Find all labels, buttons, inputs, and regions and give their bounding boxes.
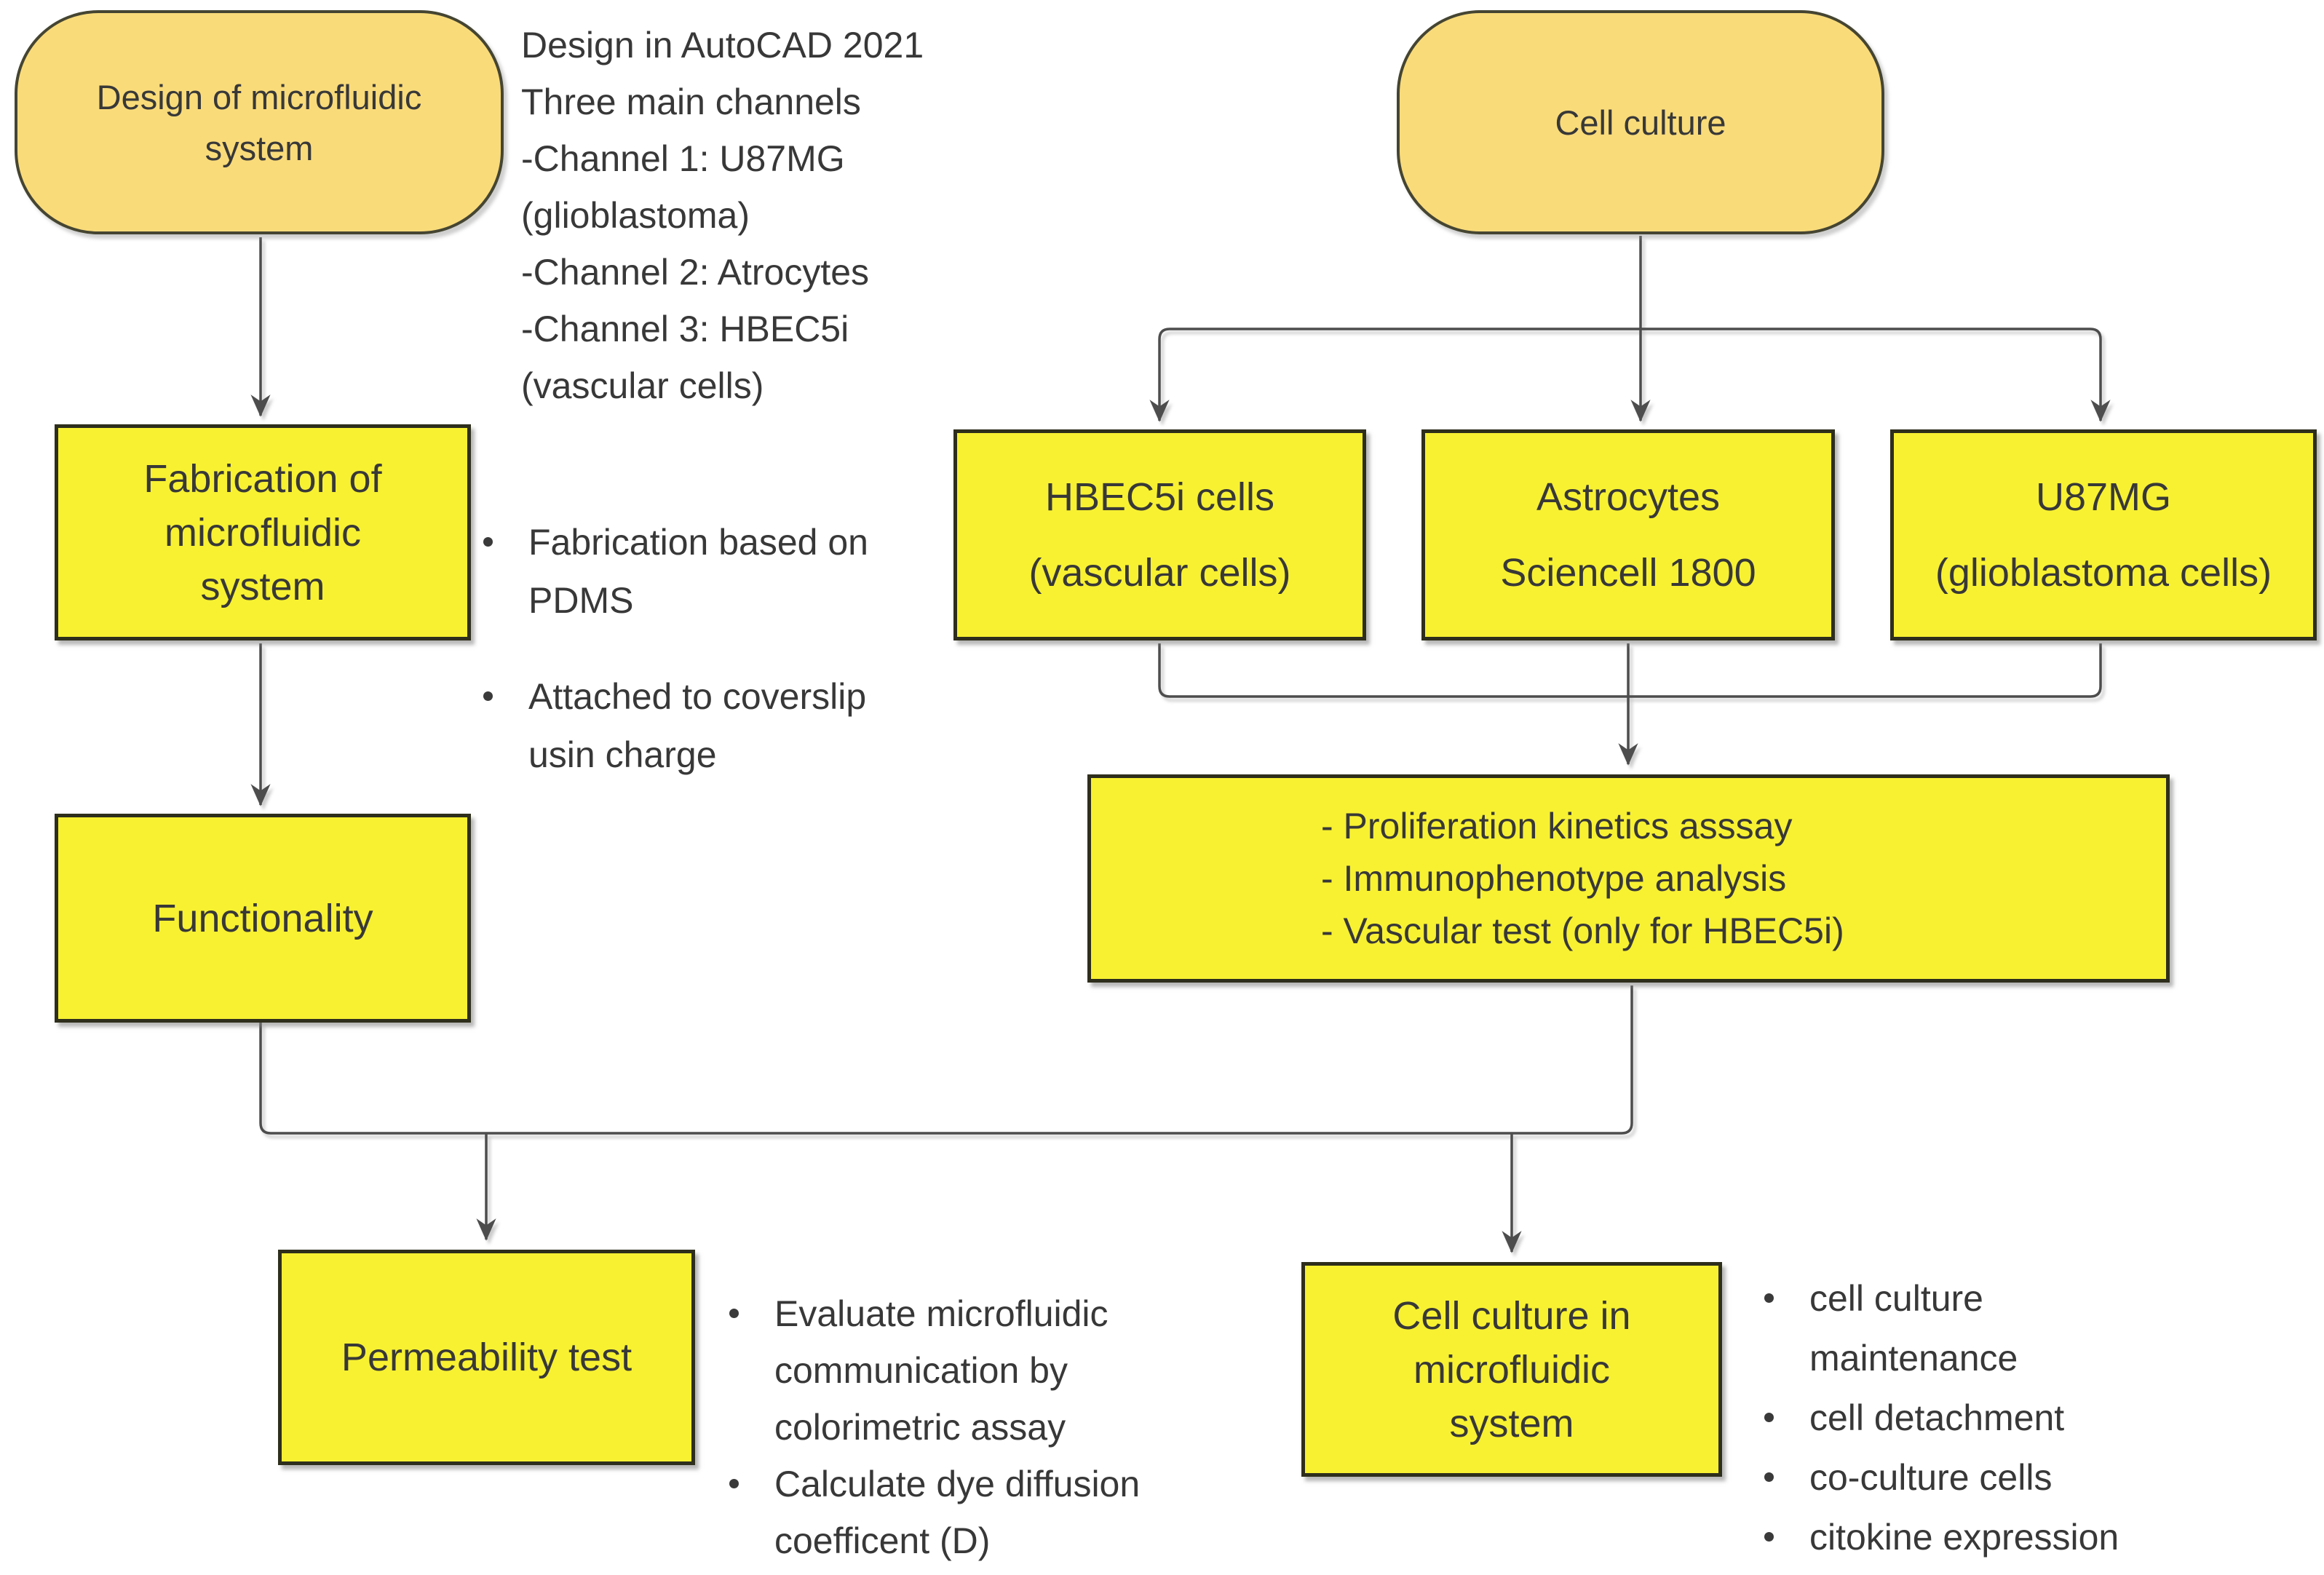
node-design: Design of microfluidic system bbox=[15, 10, 504, 234]
node-hbec5i: HBEC5i cells (vascular cells) bbox=[953, 429, 1366, 640]
permeability-note-line: coefficent (D) bbox=[774, 1520, 991, 1561]
bullet-item: Calculate dye diffusion coefficent (D) bbox=[729, 1456, 1140, 1569]
node-cell-culture: Cell culture bbox=[1397, 10, 1884, 234]
design-note-line: -Channel 3: HBEC5i bbox=[521, 309, 849, 349]
bullet-dot-icon bbox=[1764, 1413, 1774, 1422]
cell-culture-chip-note-line: citokine expression bbox=[1809, 1517, 2119, 1558]
node-cell-culture-chip-label: system bbox=[1449, 1401, 1574, 1445]
bullet-dot-icon bbox=[729, 1309, 739, 1318]
node-fabrication-label: system bbox=[200, 564, 325, 608]
design-note: Design in AutoCAD 2021 Three main channe… bbox=[521, 17, 1016, 414]
node-functionality: Functionality bbox=[55, 814, 471, 1023]
bullet-dot-icon bbox=[1764, 1293, 1774, 1303]
fabrication-note-line: Attached to coverslip bbox=[528, 676, 867, 717]
node-cell-culture-chip-label: microfluidic bbox=[1413, 1347, 1611, 1392]
fabrication-note-line: PDMS bbox=[528, 580, 634, 621]
connector-cellculture-to-hbec5i bbox=[1149, 328, 1641, 422]
node-permeability: Permeability test bbox=[278, 1250, 695, 1465]
node-permeability-label: Permeability test bbox=[341, 1336, 632, 1379]
fabrication-note-line: usin charge bbox=[528, 734, 717, 775]
cell-culture-chip-note: cell culture maintenance cell detachment… bbox=[1764, 1269, 2119, 1567]
cell-culture-chip-note-line: co-culture cells bbox=[1809, 1457, 2053, 1498]
design-note-line: Design in AutoCAD 2021 bbox=[521, 25, 924, 66]
node-design-label: system bbox=[205, 128, 314, 167]
connector-cellculture-to-u87mg bbox=[1641, 328, 2111, 422]
permeability-note-line: colorimetric assay bbox=[774, 1407, 1066, 1448]
node-u87mg-label: (glioblastoma cells) bbox=[1935, 551, 2272, 595]
design-note-line: (glioblastoma) bbox=[521, 195, 750, 236]
bullet-item: Fabrication based on PDMS bbox=[483, 513, 868, 630]
bullet-item: citokine expression bbox=[1764, 1507, 2119, 1567]
design-note-line: (vascular cells) bbox=[521, 365, 764, 406]
design-note-line: -Channel 2: Atrocytes bbox=[521, 252, 870, 293]
permeability-note-line: communication by bbox=[774, 1350, 1068, 1391]
node-fabrication-label: Fabrication of bbox=[143, 456, 382, 501]
design-note-line: Three main channels bbox=[521, 82, 861, 122]
bullet-item: Evaluate microfluidic communication by c… bbox=[729, 1285, 1140, 1456]
bullet-item: cell culture maintenance bbox=[1764, 1269, 2119, 1388]
node-hbec5i-label: HBEC5i cells bbox=[1044, 475, 1275, 519]
node-design-label: Design of microfluidic bbox=[96, 77, 422, 116]
connector-bottom-rail bbox=[259, 985, 1633, 1135]
node-astrocytes: Astrocytes Sciencell 1800 bbox=[1421, 429, 1835, 640]
bullet-dot-icon bbox=[729, 1479, 739, 1488]
bullet-item: cell detachment bbox=[1764, 1388, 2119, 1448]
node-assays-label: - Vascular test (only for HBEC5i) bbox=[1321, 911, 1844, 951]
connector-hbec5i-merge bbox=[1158, 643, 1628, 698]
fabrication-note: Fabrication based on PDMS Attached to co… bbox=[483, 513, 868, 784]
node-cell-culture-label: Cell culture bbox=[1555, 103, 1726, 142]
node-cell-culture-chip-label: Cell culture in bbox=[1392, 1293, 1631, 1338]
node-fabrication: Fabrication of microfluidic system bbox=[55, 424, 471, 640]
node-u87mg-label: U87MG bbox=[2035, 475, 2172, 519]
node-assays-label: - Proliferation kinetics asssay bbox=[1321, 806, 1793, 846]
node-assays: - Proliferation kinetics asssay - Immuno… bbox=[1087, 774, 2170, 983]
cell-culture-chip-note-line: cell detachment bbox=[1809, 1397, 2065, 1438]
permeability-note: Evaluate microfluidic communication by c… bbox=[729, 1285, 1140, 1569]
fabrication-note-line: Fabrication based on bbox=[528, 522, 868, 563]
bullet-dot-icon bbox=[1764, 1532, 1774, 1542]
bullet-dot-icon bbox=[1764, 1472, 1774, 1482]
permeability-note-line: Evaluate microfluidic bbox=[774, 1293, 1109, 1334]
cell-culture-chip-note-line: maintenance bbox=[1809, 1338, 2018, 1378]
node-functionality-label: Functionality bbox=[152, 896, 373, 940]
design-note-line: -Channel 1: U87MG bbox=[521, 138, 845, 179]
bullet-dot-icon bbox=[483, 691, 493, 701]
node-hbec5i-label: (vascular cells) bbox=[1028, 551, 1291, 595]
node-astrocytes-label: Sciencell 1800 bbox=[1500, 551, 1756, 595]
bullet-item: co-culture cells bbox=[1764, 1448, 2119, 1507]
cell-culture-chip-note-line: cell culture bbox=[1809, 1278, 1983, 1319]
bullet-dot-icon bbox=[483, 537, 493, 547]
node-cell-culture-chip: Cell culture in microfluidic system bbox=[1301, 1262, 1722, 1477]
node-u87mg: U87MG (glioblastoma cells) bbox=[1890, 429, 2317, 640]
permeability-note-line: Calculate dye diffusion bbox=[774, 1464, 1141, 1504]
node-assays-label: - Immunophenotype analysis bbox=[1321, 858, 1787, 899]
bullet-item: Attached to coverslip usin charge bbox=[483, 667, 868, 784]
node-fabrication-label: microfluidic bbox=[164, 510, 362, 555]
node-astrocytes-label: Astrocytes bbox=[1536, 475, 1721, 519]
connector-u87mg-merge bbox=[1628, 643, 2102, 698]
